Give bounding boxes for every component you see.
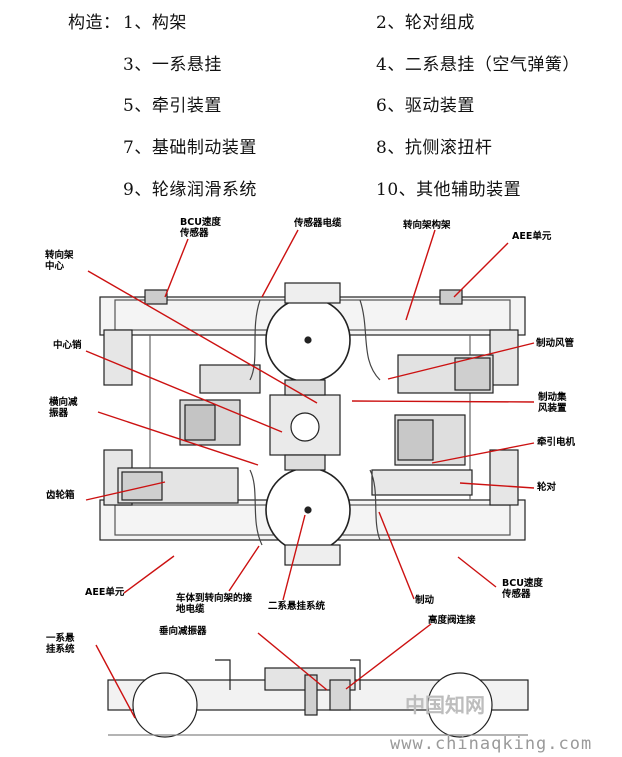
label-traction-motor: 牵引电机 <box>537 437 576 448</box>
label-lateral-damper: 横向减振器 <box>49 397 78 419</box>
bogie-plan-view <box>99 282 526 566</box>
label-aee-unit-top: AEE单元 <box>512 231 552 242</box>
label-sensor-cable: 传感器电缆 <box>294 218 342 229</box>
wheel-right-bottom <box>489 449 519 506</box>
label-gearbox: 齿轮箱 <box>46 490 75 501</box>
vertical-damper <box>304 674 318 716</box>
bogie-side-view <box>107 659 529 738</box>
label-bogie-frame: 转向架构架 <box>403 220 451 231</box>
wheel-left-top <box>103 329 133 386</box>
label-brake-unit: 制动集风装置 <box>538 392 567 414</box>
structure-item-3: 3、一系悬挂 <box>123 55 222 75</box>
label-brake-hose: 制动风管 <box>536 338 575 349</box>
side-wheel-left <box>132 672 198 738</box>
structure-item-5: 5、牵引装置 <box>123 96 222 116</box>
structure-item-7: 7、基础制动装置 <box>123 138 257 158</box>
side-wheel-right <box>427 672 493 738</box>
leader-lines <box>85 229 535 719</box>
structure-item-2: 2、轮对组成 <box>376 13 475 33</box>
structure-item-6: 6、驱动装置 <box>376 96 475 116</box>
label-bogie-center: 转向架中心 <box>45 250 74 272</box>
label-bcu-sensor-bottom: BCU速度传感器 <box>502 578 543 600</box>
structure-prefix: 构造： <box>68 13 121 33</box>
label-bcu-sensor-top: BCU速度传感器 <box>180 217 221 239</box>
structure-item-9: 9、轮缘润滑系统 <box>123 180 257 200</box>
watermark-url: www.chinaqking.com <box>390 734 593 754</box>
label-aee-unit-bottom: AEE单元 <box>85 587 125 598</box>
structure-item-4: 4、二系悬挂（空气弹簧） <box>376 55 580 75</box>
label-brake: 制动 <box>415 595 435 606</box>
label-primary-suspension: 一系悬挂系统 <box>46 633 75 655</box>
label-vertical-damper: 垂向减振器 <box>159 626 207 637</box>
structure-item-1: 1、构架 <box>123 13 187 33</box>
wheel-right-top <box>489 329 519 386</box>
label-ground-cable: 车体到转向架的接地电缆 <box>176 593 253 615</box>
structure-item-8: 8、抗侧滚扭杆 <box>376 138 493 158</box>
structure-item-10: 10、其他辅助装置 <box>376 180 522 200</box>
label-center-pin: 中心销 <box>53 340 82 351</box>
label-height-valve: 高度阀连接 <box>428 615 476 626</box>
watermark-logo: 中国知网 <box>405 693 485 717</box>
label-wheelset: 轮对 <box>537 482 557 493</box>
label-secondary-suspension: 二系悬挂系统 <box>268 601 326 612</box>
